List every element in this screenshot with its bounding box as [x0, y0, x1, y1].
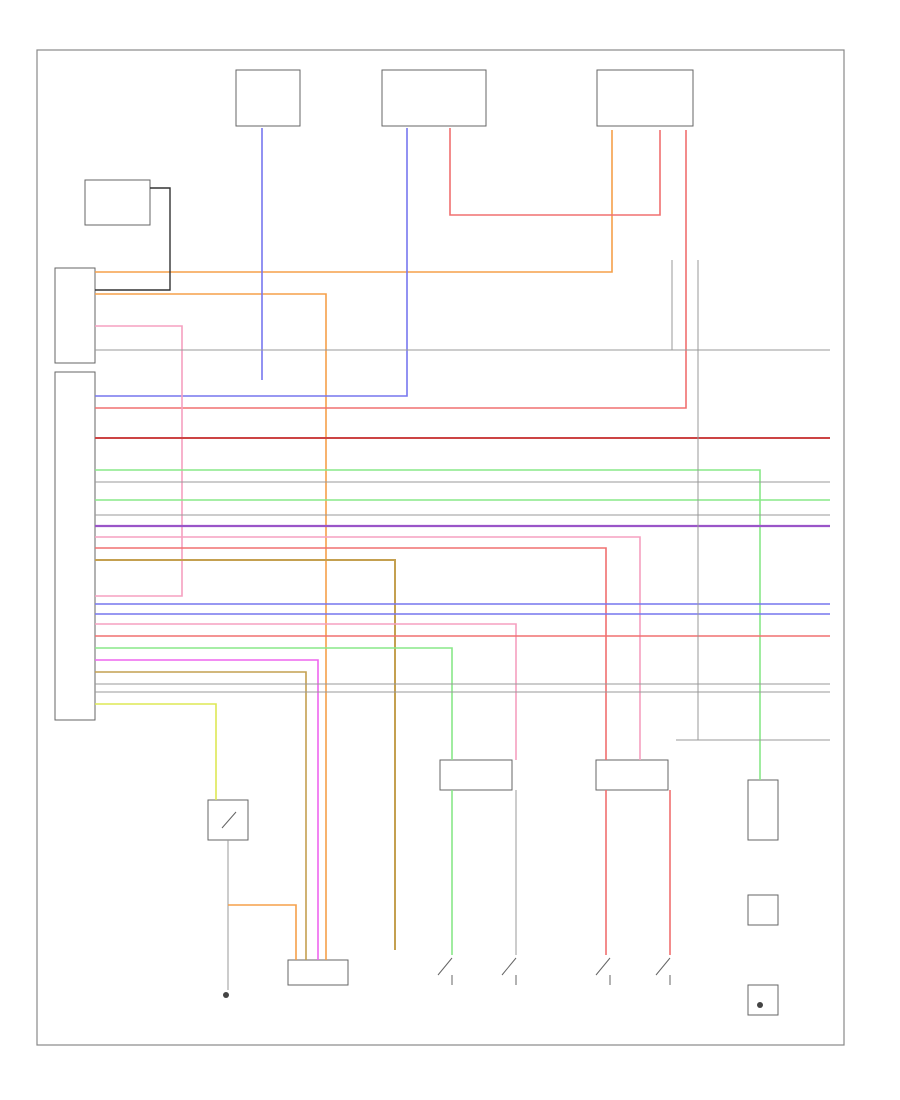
wire-olive-bus-2: [95, 671, 307, 960]
wire-black-bracket: [95, 187, 171, 291]
bottom-component-box-left: [207, 799, 249, 841]
bottom-connector-box: [287, 959, 349, 986]
wire-olive-bus: [95, 559, 396, 950]
wire-green-bus-3: [95, 647, 453, 760]
wire-yellowgreen-bus: [95, 703, 217, 800]
wire-bottom-orange-left: [228, 904, 297, 960]
bottom-connector-box-far-right-2: [747, 894, 779, 926]
wire-green-bus: [95, 469, 761, 780]
top-component-box-1: [235, 69, 301, 127]
wire-blue-2: [95, 128, 408, 397]
wire-group: [95, 128, 830, 990]
bottom-connector-box-right-2: [595, 759, 669, 791]
switch-symbol-left: [221, 811, 237, 829]
switch-symbol-3: [595, 957, 611, 985]
wire-orange-drop: [95, 293, 327, 960]
bottom-connector-box-far-right-3: [747, 984, 779, 1016]
top-component-box-3: [596, 69, 694, 127]
switch-symbol-2: [501, 957, 517, 985]
connector-module-main-left: [54, 371, 96, 721]
wire-magenta-bus: [95, 659, 319, 960]
ground-symbol-left: [223, 992, 229, 998]
wire-red-bus-2: [95, 547, 607, 760]
switch-symbol-4: [655, 957, 671, 985]
wire-pink-bus-1: [95, 536, 641, 760]
wire-orange-top: [95, 130, 613, 273]
bottom-connector-box-far-right: [747, 779, 779, 841]
wire-red-top: [449, 128, 661, 216]
diagram-frame: [36, 49, 845, 1046]
ground-symbol-right: [757, 1002, 763, 1008]
connector-module-top-left: [54, 267, 96, 364]
wire-pink-bus-2: [95, 623, 517, 760]
wire-pink-left: [95, 325, 183, 597]
bottom-connector-box-right-1: [439, 759, 513, 791]
switch-symbol-1: [437, 957, 453, 985]
top-component-box-2: [381, 69, 487, 127]
wire-red-right: [95, 130, 687, 409]
connector-top-left-small: [84, 179, 151, 226]
